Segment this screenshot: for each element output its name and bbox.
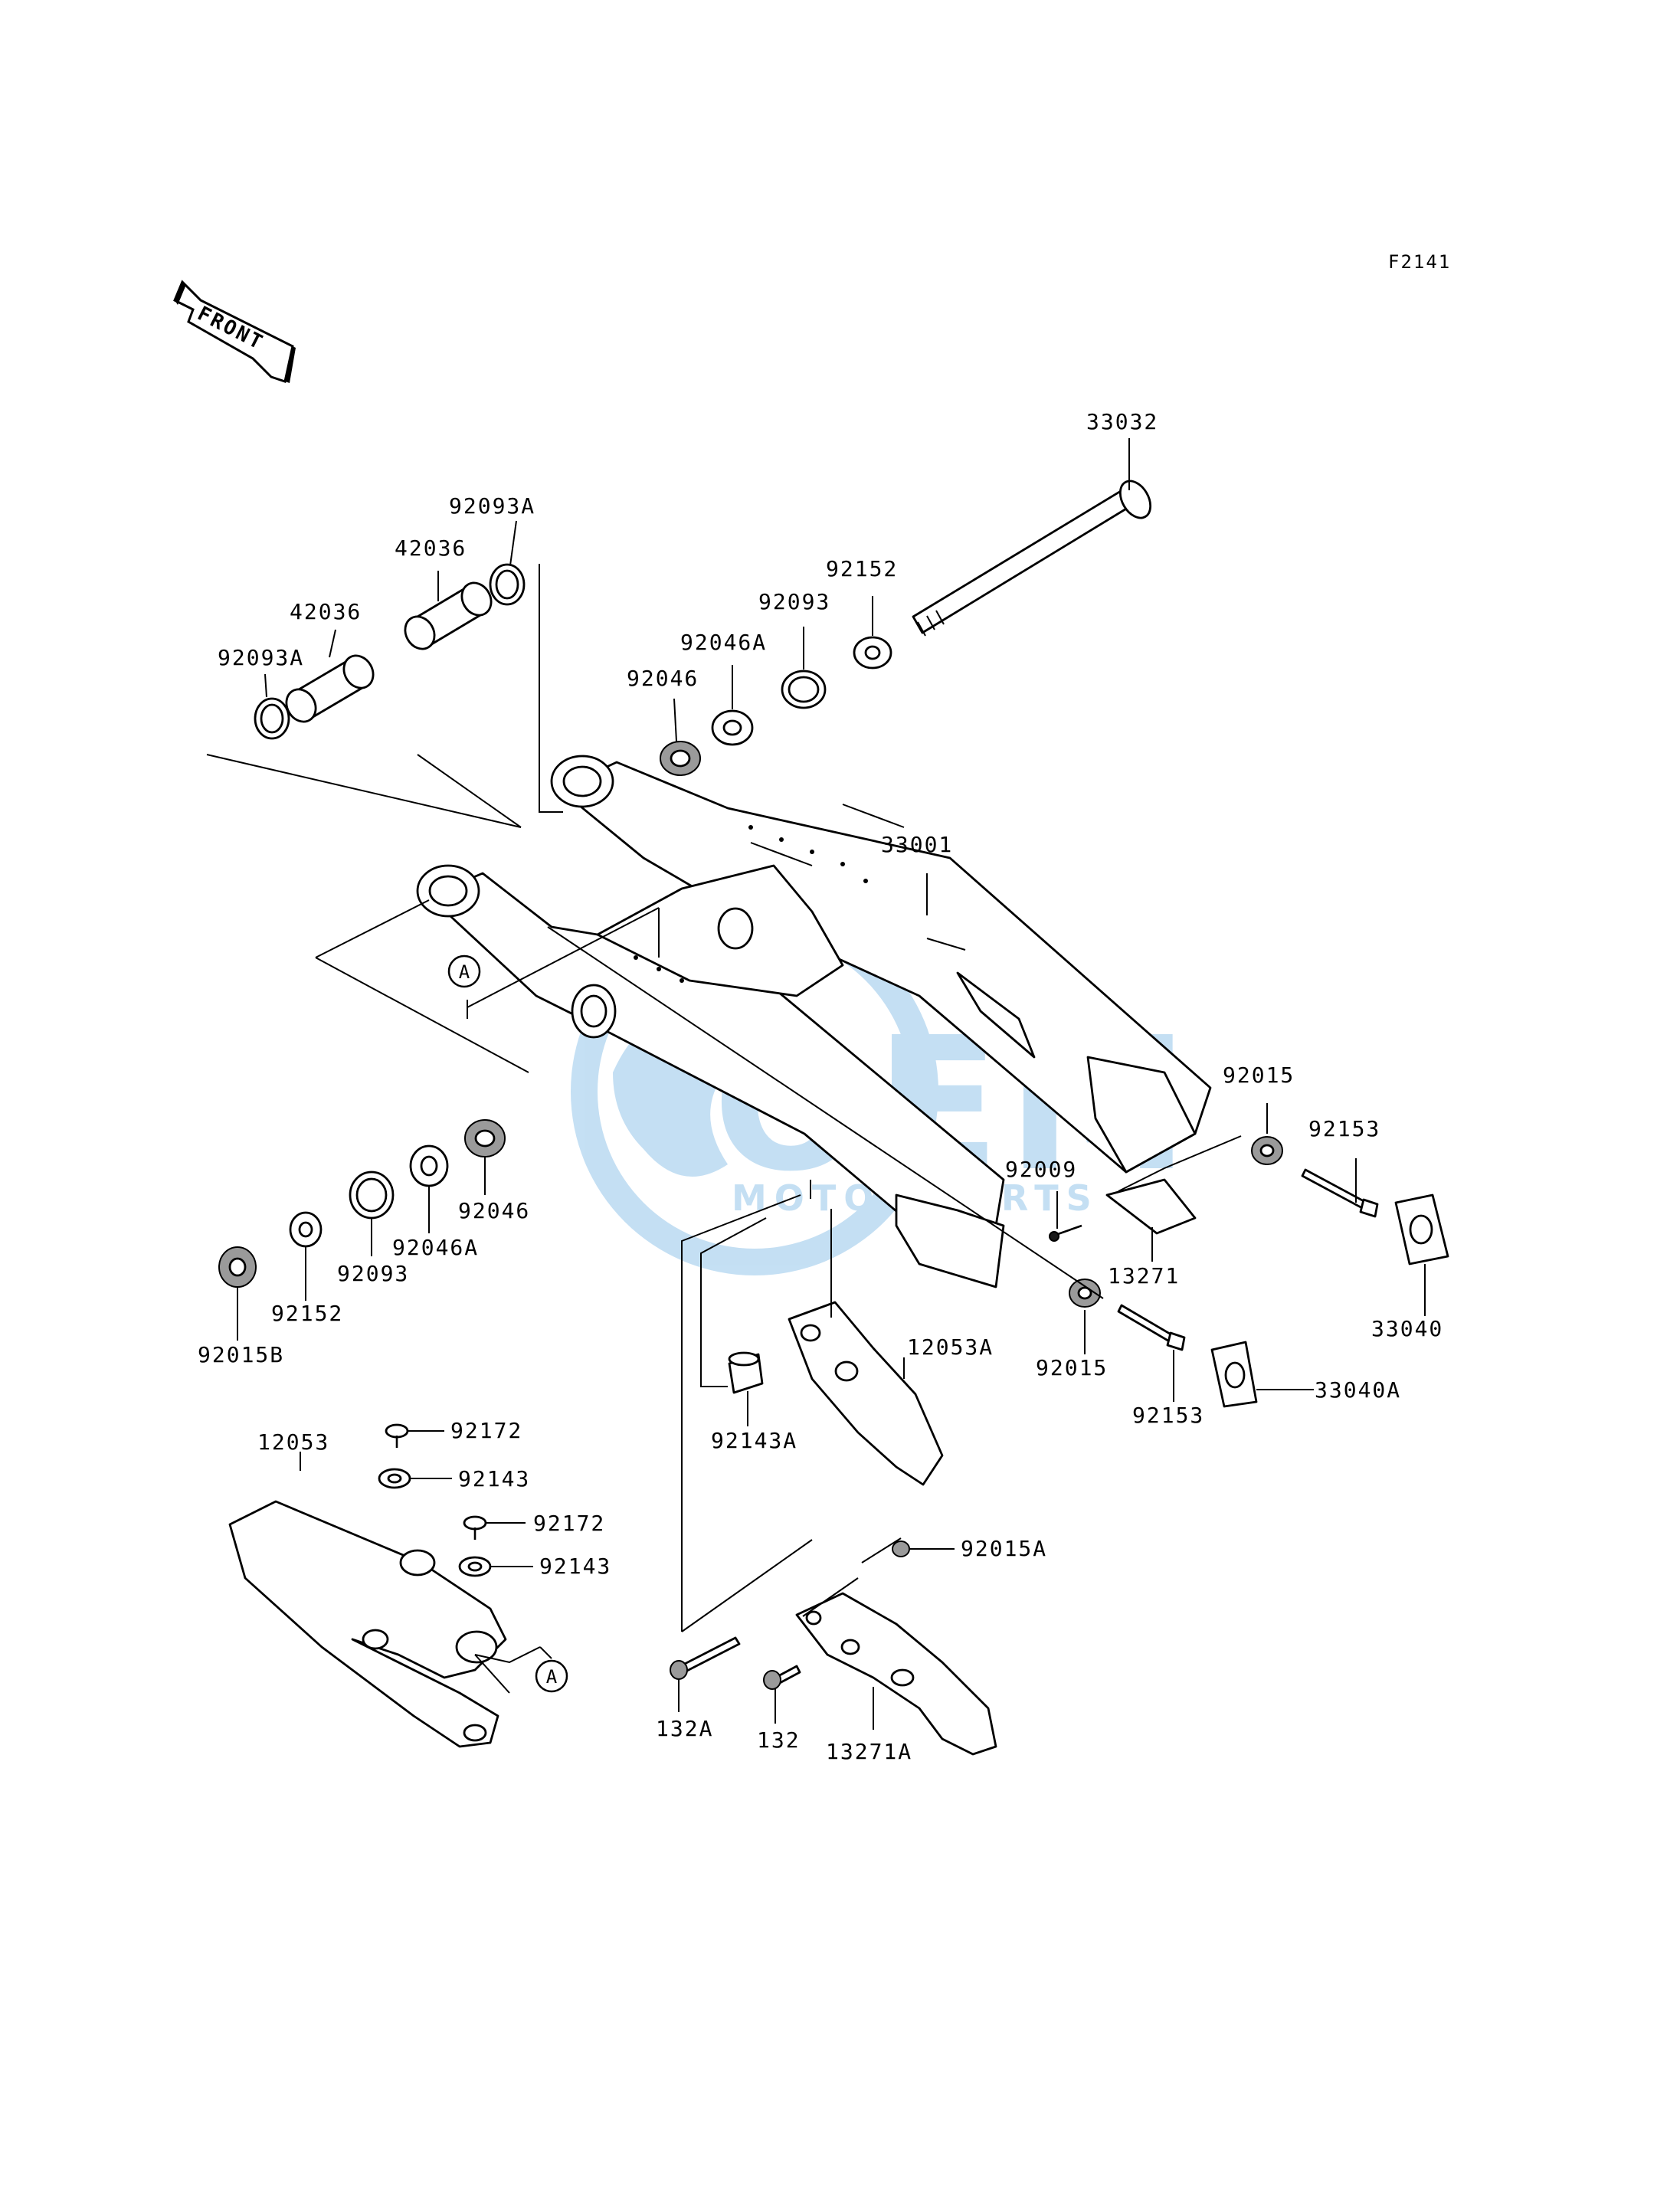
nut-92015A: [892, 1541, 910, 1557]
chain-guide-12053: [228, 1500, 507, 1748]
reference-marker-a-upper: A: [447, 954, 481, 988]
part-label: 92143: [539, 1554, 611, 1579]
part-label: 92172: [533, 1511, 605, 1536]
part-label: 92015: [1036, 1355, 1108, 1380]
part-label: 92143A: [711, 1428, 797, 1453]
washer-92143-upper: [378, 1468, 411, 1489]
part-label: 92172: [450, 1418, 522, 1443]
part-label: 92152: [271, 1301, 343, 1326]
seal-92093-upper: [781, 670, 827, 709]
nut-92015-lower: [1069, 1279, 1101, 1308]
nut-92015B: [218, 1246, 257, 1288]
bolt-132A: [670, 1636, 741, 1680]
collar-92152-lower: [289, 1211, 323, 1248]
reference-marker-a-lower: A: [535, 1659, 568, 1693]
part-label: 132: [757, 1727, 801, 1753]
part-label: 92093: [337, 1261, 409, 1286]
nut-92015-upper: [1251, 1136, 1283, 1165]
block-33040A: [1210, 1341, 1258, 1408]
reference-marker-a-upper-label: A: [459, 961, 470, 983]
part-label: 92152: [826, 556, 898, 581]
part-label: 92046: [458, 1198, 530, 1223]
washer-92143-lower: [458, 1556, 492, 1577]
assembly-lines: [206, 564, 1242, 1694]
part-label: 42036: [290, 599, 362, 624]
bolt-132: [763, 1665, 801, 1690]
part-label: 33001: [881, 832, 953, 857]
part-label: 33032: [1086, 409, 1158, 434]
part-label: 92143: [458, 1466, 530, 1491]
part-label: 13271A: [826, 1739, 912, 1764]
bolt-92153-lower: [1117, 1304, 1186, 1351]
part-label: 92093A: [449, 493, 535, 519]
part-label: 13271: [1108, 1263, 1180, 1288]
collar-92143A: [728, 1351, 764, 1394]
part-label: 12053A: [907, 1334, 994, 1360]
seal-92093-lower: [349, 1171, 395, 1220]
part-labels: 33032 92093A 42036 42036 92093A 92152 92…: [198, 409, 1443, 1764]
part-label: 92009: [1005, 1157, 1077, 1182]
screw-92172-upper: [385, 1423, 409, 1448]
part-label: 42036: [395, 535, 467, 561]
part-label: 92015: [1223, 1062, 1295, 1088]
seal-92093A-upper-left: [254, 697, 290, 740]
swingarm-33001: [416, 755, 1212, 1288]
washer-92046A-upper: [711, 709, 754, 746]
bolt-92153-upper: [1301, 1168, 1379, 1218]
screw-92009: [1049, 1224, 1082, 1242]
part-label: 92046A: [392, 1235, 479, 1260]
bearing-92046-upper: [660, 741, 701, 776]
part-label: 92153: [1308, 1116, 1380, 1141]
block-33040: [1394, 1193, 1449, 1265]
part-label: 132A: [656, 1716, 713, 1741]
chain-slider-12053A: [788, 1301, 944, 1486]
part-label: 33040: [1371, 1316, 1443, 1341]
seal-92093A-upper-right: [489, 563, 526, 606]
axle-33032: [912, 480, 1152, 637]
screw-92172-lower: [463, 1515, 487, 1540]
front-arrow-icon: FRONT: [173, 280, 296, 383]
leader-lines: [237, 438, 1426, 1730]
part-label: 12053: [257, 1429, 329, 1455]
part-label: 92093A: [218, 645, 304, 670]
part-label: 92046A: [680, 630, 767, 655]
part-label: 92153: [1132, 1403, 1204, 1428]
plate-13271: [1105, 1178, 1197, 1235]
collar-92152-upper: [853, 636, 892, 670]
part-label: 92046: [627, 666, 699, 691]
part-label: 33040A: [1315, 1377, 1401, 1403]
chain-guard-13271A: [795, 1592, 997, 1756]
part-label: 92015B: [198, 1342, 284, 1367]
reference-marker-a-lower-label: A: [546, 1666, 558, 1688]
part-label: 92015A: [961, 1536, 1047, 1561]
part-label: 92093: [758, 589, 830, 614]
washer-92046A-lower: [409, 1144, 449, 1187]
bushing-42036-upper: [404, 581, 493, 650]
bearing-92046-lower: [464, 1119, 506, 1157]
diagram-code: F2141: [1388, 251, 1451, 273]
